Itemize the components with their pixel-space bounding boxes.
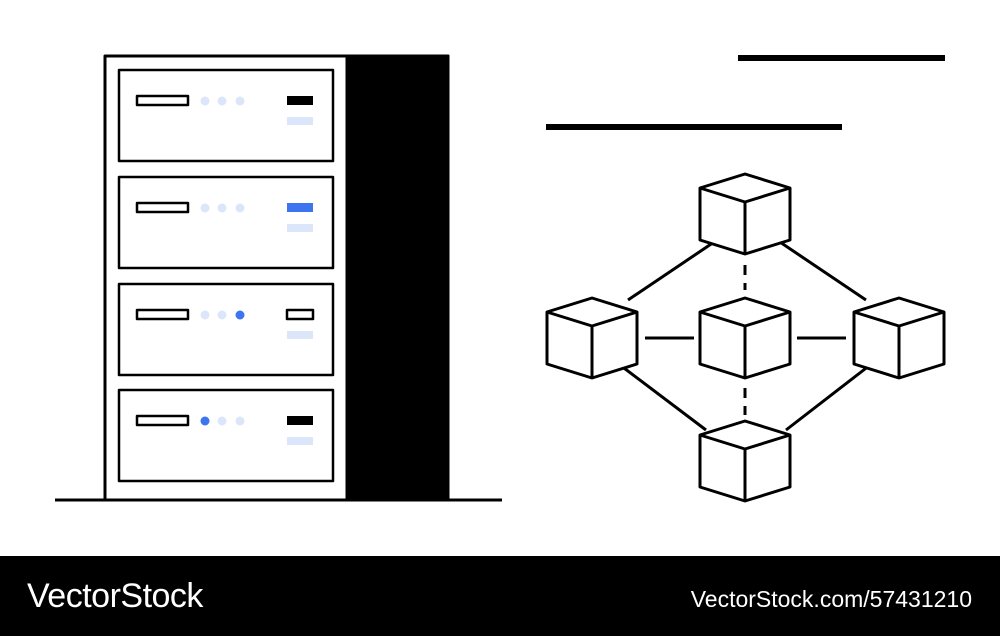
status-bar [287,331,313,339]
cube-icon [698,296,792,380]
status-led [217,96,227,106]
rack-side-panel [345,54,450,502]
rack-unit-body [117,282,335,377]
link-top-left [627,232,727,302]
server-rack [103,54,450,502]
status-block [287,96,313,105]
rack-unit-body [117,175,335,270]
drive-slot [135,201,190,214]
status-bar [287,224,313,232]
cube-icon [698,419,792,503]
link-left-bottom [615,360,707,432]
rack-unit [117,175,335,270]
rack-unit-body [117,388,335,483]
rack-unit [117,388,335,483]
cube-icon [545,296,639,380]
status-led [217,310,227,320]
rack-unit [117,68,335,163]
drive-slot [135,414,190,427]
link-right-bottom [785,360,875,432]
status-led [235,203,245,213]
network-cubes [545,172,946,503]
status-block [287,203,313,212]
brand-logo: VectorStock [27,577,203,615]
footer-bar: VectorStock VectorStock.com/57431210 [0,556,1000,636]
cube-icon [698,172,792,256]
rack-unit-body [117,68,335,163]
status-led [235,96,245,106]
link-top-right [767,232,867,302]
cube-icon [852,296,946,380]
network-connections [615,232,875,432]
illustration [55,54,946,503]
status-led [200,203,210,213]
status-block [285,308,315,321]
status-block [287,416,313,425]
drive-slot [135,94,190,107]
status-led [235,416,245,426]
status-led [200,416,210,426]
rack-unit [117,282,335,377]
status-bar [287,117,313,125]
image-id: VectorStock.com/57431210 [690,586,972,612]
status-led [217,203,227,213]
status-led [217,416,227,426]
drive-slot [135,308,190,321]
status-led [235,310,245,320]
status-bar [287,437,313,445]
status-led [200,310,210,320]
status-led [200,96,210,106]
